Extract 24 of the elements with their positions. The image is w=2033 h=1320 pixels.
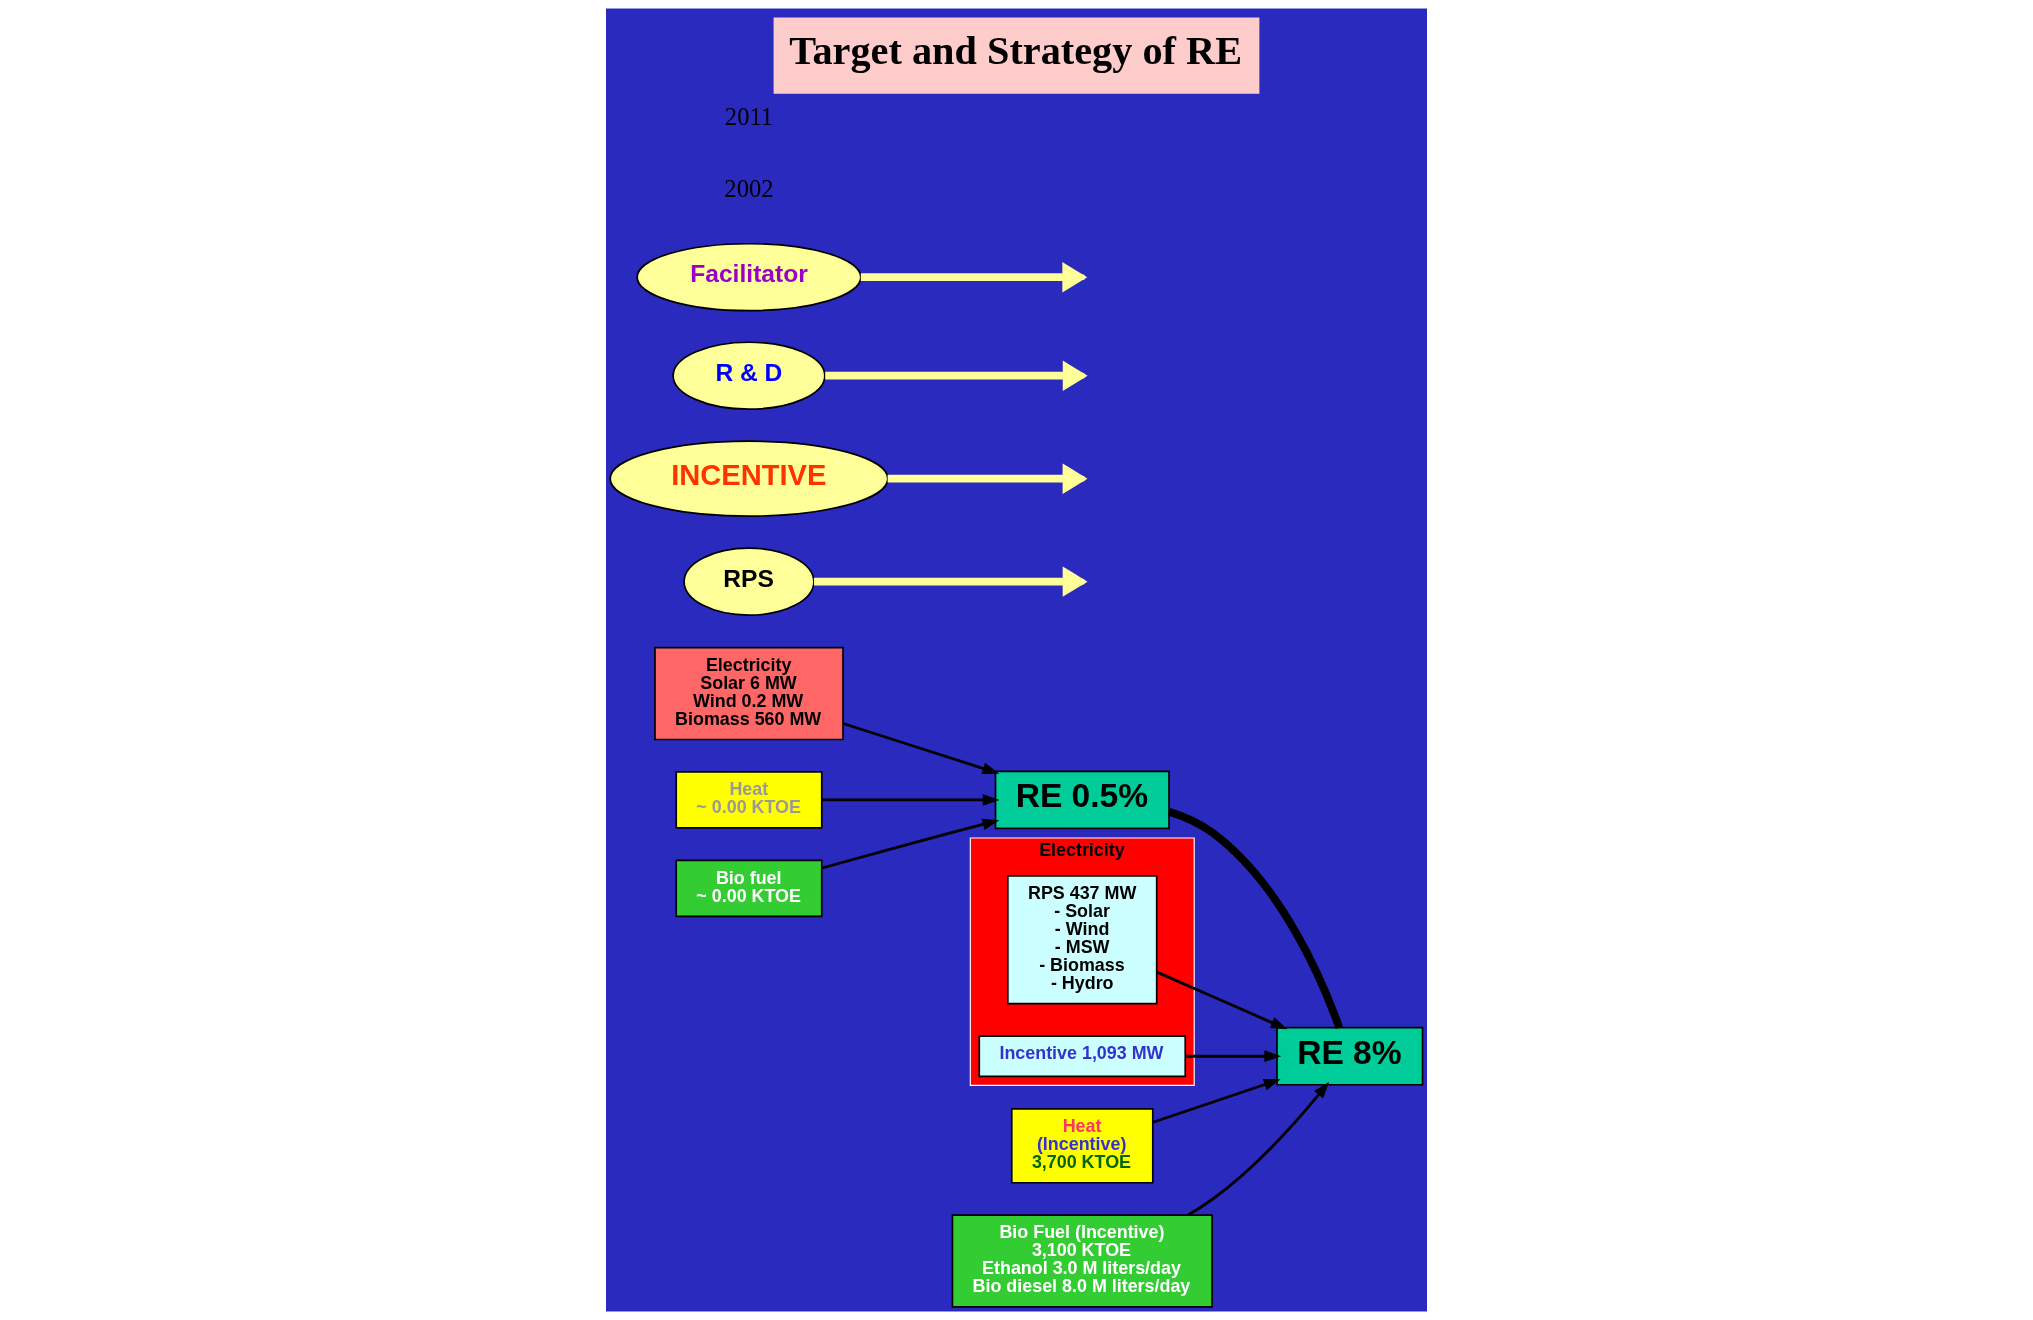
node-box: Bio Fuel (Incentive) 3,100 KTOE Ethanol 3.0 M liters/day Bio diesel 8.0 M liters/day xyxy=(951,1214,1213,1308)
node-ellipse: R & D xyxy=(672,341,826,410)
arrow xyxy=(1187,1081,1330,1217)
label: 2011 xyxy=(724,102,774,130)
node-box: Electricity Solar 6 MW Wind 0.2 MW Biomass 560 MW xyxy=(654,646,844,741)
arrow xyxy=(1152,1079,1281,1124)
connector xyxy=(1168,807,1343,1029)
node-ellipse: Facilitator xyxy=(636,242,862,312)
node-ellipse: RPS xyxy=(683,547,815,616)
diagram-title: Target and Strategy of RE xyxy=(789,28,1243,74)
arrow xyxy=(842,722,1000,775)
arrow xyxy=(821,818,1000,870)
arrow xyxy=(1185,1050,1282,1063)
node-box: RE 8% xyxy=(1276,1026,1424,1086)
arrow xyxy=(821,794,1000,806)
arrow xyxy=(1156,970,1288,1030)
node-box: RPS 437 MW - Solar - Wind - MSW - Biomass - Hydro xyxy=(1007,875,1158,1005)
node-box: Bio fuel ~ 0.00 KTOE xyxy=(675,859,823,918)
node-box: Heat (Incentive) 3,700 KTOE xyxy=(1010,1108,1154,1184)
node-ellipse: INCENTIVE xyxy=(609,440,889,517)
label: 2002 xyxy=(724,175,774,203)
node-box: Heat ~ 0.00 KTOE xyxy=(675,771,823,829)
node-box: Incentive 1,093 MW xyxy=(978,1035,1187,1078)
node-box: RE 0.5% xyxy=(994,770,1170,830)
